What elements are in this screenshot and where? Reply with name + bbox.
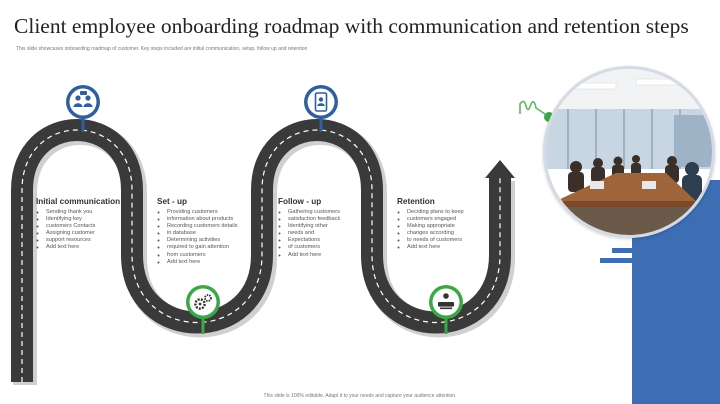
pin-retention [429, 285, 463, 334]
meeting-photo [543, 66, 715, 238]
pin-set-up [186, 285, 220, 334]
step-bullet: Add text here [167, 259, 269, 266]
step-bullet: in database [167, 230, 269, 237]
step-bullet: required to gain attention [167, 244, 269, 251]
slide-title: Client employee onboarding roadmap with … [14, 14, 689, 38]
step-bullet: Deciding plans to keep [407, 209, 509, 216]
step-set-up: Set - up Providing customers information… [157, 197, 269, 266]
step-bullet: customers Contacts [46, 223, 148, 230]
people-chat-icon [73, 91, 93, 107]
decorative-blue-bar [600, 258, 632, 263]
pin-follow-up [304, 85, 338, 132]
step-bullet: Identifying key [46, 216, 148, 223]
step-bullet: support resources [46, 237, 148, 244]
step-bullets: Gathering customers satisfaction feedbac… [278, 209, 390, 258]
step-bullet: Identifying other [288, 223, 390, 230]
handshake-icon [438, 293, 454, 310]
step-heading: Retention [397, 197, 435, 206]
step-bullet: Making appropriate [407, 223, 509, 230]
step-bullet: Add text here [46, 244, 148, 251]
step-bullet: changes according [407, 230, 509, 237]
step-bullet: Providing customers [167, 209, 269, 216]
step-follow-up: Follow - up Gathering customers satisfac… [278, 197, 390, 259]
gears-icon [194, 294, 212, 310]
step-bullet: from customers [167, 252, 269, 259]
step-bullet: satisfaction feedback [288, 216, 390, 223]
step-bullet: to needs of customers [407, 237, 509, 244]
step-bullet: Add text here [288, 252, 390, 259]
meeting-room-illustration [546, 69, 712, 235]
slide-footer: This slide is 100% editable. Adapt it to… [263, 393, 457, 399]
step-bullet: customers engaged [407, 216, 509, 223]
step-heading: Set - up [157, 197, 188, 206]
step-bullet: Sending thank you [46, 209, 148, 216]
step-heading: Initial communication [36, 197, 121, 206]
road-arrow-head [485, 160, 515, 178]
decorative-blue-bar [612, 248, 632, 253]
step-bullet: Add text here [407, 244, 509, 251]
step-bullet: Gathering customers [288, 209, 390, 216]
step-bullet: Determining activities [167, 237, 269, 244]
step-bullet: needs and [288, 230, 390, 237]
step-bullet: Recording customers details [167, 223, 269, 230]
step-bullet: Expectations [288, 237, 390, 244]
step-initial-communication: Initial communication Sending thank you … [36, 197, 148, 252]
step-bullets: Providing customers information about pr… [157, 209, 269, 265]
step-bullet: of customers [288, 244, 390, 251]
road-centre-line [21, 129, 501, 382]
step-bullet: information about products [167, 216, 269, 223]
pin-initial-communication [66, 85, 100, 132]
step-bullets: Deciding plans to keep customers engaged… [397, 209, 509, 251]
step-bullet: Assigning customer [46, 230, 148, 237]
slide-subtitle: This slide showcases onboarding roadmap … [16, 46, 308, 52]
mobile-user-icon [314, 92, 328, 112]
step-heading: Follow - up [278, 197, 322, 206]
step-retention: Retention Deciding plans to keep custome… [397, 197, 509, 252]
step-bullets: Sending thank you Identifying key custom… [36, 209, 148, 251]
